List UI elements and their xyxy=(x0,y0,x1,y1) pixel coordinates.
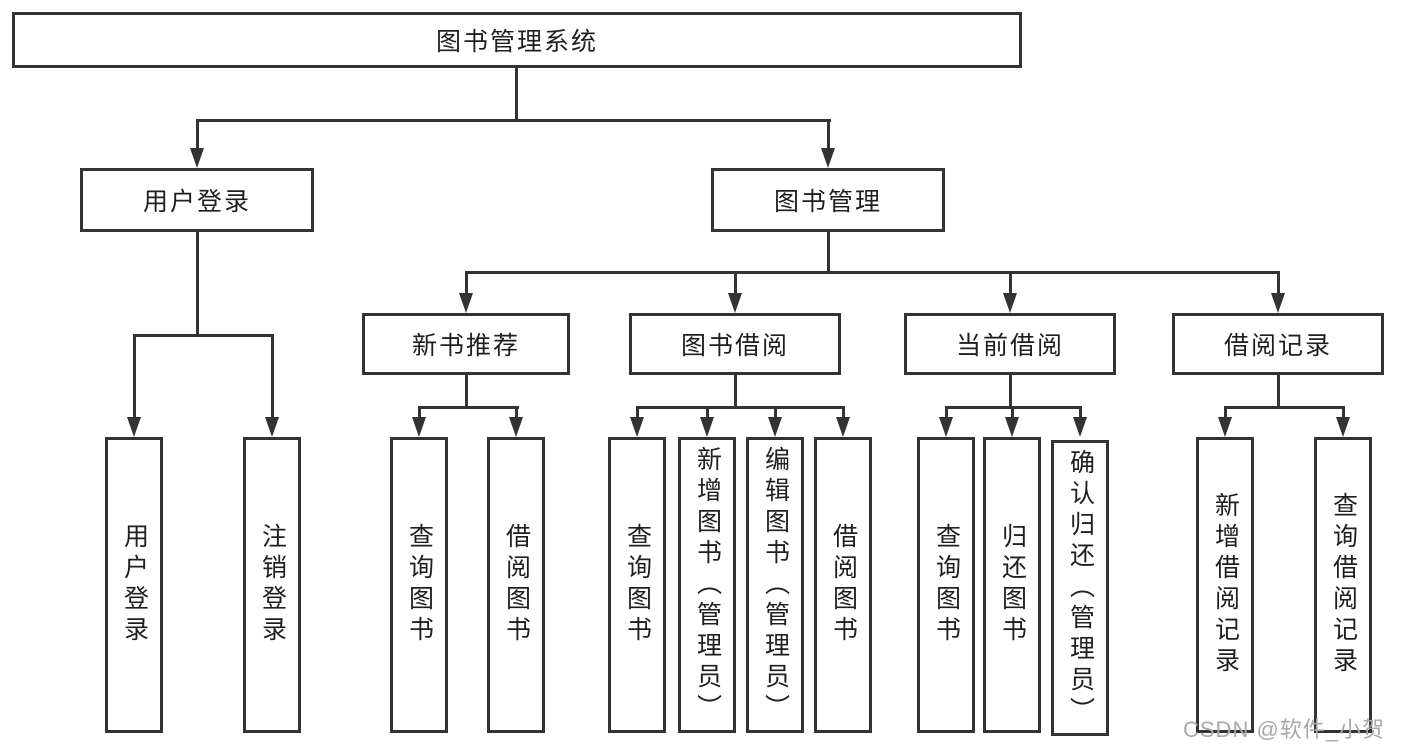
arrowhead-leaf-b2-icon xyxy=(509,417,523,437)
connector-userlogin-bus xyxy=(133,334,274,337)
connector-b-bus xyxy=(418,406,519,409)
connector-userlogin-drop xyxy=(196,119,199,150)
leaf-return-books: 归还图书 xyxy=(983,437,1041,733)
leaf-borrowing-borrow-books-label: 借阅图书 xyxy=(829,523,858,647)
connector-leaf-d1-drop xyxy=(945,406,948,420)
leaf-confirm-return-admin-label: 确认归还（管理员） xyxy=(1066,448,1095,728)
leaf-logout: 注销登录 xyxy=(243,437,301,733)
arrowhead-leaf-e1-icon xyxy=(1218,417,1232,437)
connector-b-down xyxy=(465,375,468,409)
connector-userlogin-down xyxy=(196,232,199,337)
arrowhead-leaf-c1-icon xyxy=(630,417,644,437)
arrowhead-currentborrow-icon xyxy=(1003,293,1017,313)
leaf-edit-books-admin-label: 编辑图书（管理员） xyxy=(761,445,790,725)
leaf-confirm-return-admin: 确认归还（管理员） xyxy=(1051,440,1109,736)
node-borrowing-records: 借阅记录 xyxy=(1172,313,1384,375)
arrowhead-leaf-b1-icon xyxy=(412,417,426,437)
leaf-newbook-borrow-books-label: 借阅图书 xyxy=(502,523,531,647)
leaf-query-borrow-record-label: 查询借阅记录 xyxy=(1329,492,1358,678)
connector-currentborrow-drop xyxy=(1009,271,1012,295)
arrowhead-userlogin-icon xyxy=(190,148,204,168)
connector-bookmgmt-drop xyxy=(827,119,830,150)
connector-e-down xyxy=(1277,375,1280,409)
leaf-user-login: 用户登录 xyxy=(105,437,163,733)
leaf-current-query-books: 查询图书 xyxy=(917,437,975,733)
node-book-borrowing: 图书借阅 xyxy=(629,313,841,375)
arrowhead-leaf-d3-icon xyxy=(1073,417,1087,437)
arrowhead-leaf-a2-icon xyxy=(265,417,279,437)
leaf-newbook-query-books-label: 查询图书 xyxy=(405,523,434,647)
node-user-login: 用户登录 xyxy=(80,168,314,232)
arrowhead-leaf-c3-icon xyxy=(768,417,782,437)
leaf-borrowing-query-books-label: 查询图书 xyxy=(623,523,652,647)
connector-leaf-b1-drop xyxy=(418,406,421,420)
node-current-borrowing: 当前借阅 xyxy=(904,313,1116,375)
connector-bookborrow-drop xyxy=(734,271,737,295)
connector-leaf-d3-drop xyxy=(1079,406,1082,420)
connector-c-down xyxy=(734,375,737,409)
arrowhead-records-icon xyxy=(1271,293,1285,313)
leaf-current-query-books-label: 查询图书 xyxy=(932,523,961,647)
connector-leaf-c3-drop xyxy=(774,406,777,420)
connector-leaf-c4-drop xyxy=(842,406,845,420)
connector-leaf-d2-drop xyxy=(1011,406,1014,420)
node-book-management: 图书管理 xyxy=(711,168,945,232)
arrowhead-bookborrow-icon xyxy=(728,293,742,313)
connector-d-down xyxy=(1009,375,1012,409)
leaf-borrowing-borrow-books: 借阅图书 xyxy=(814,437,872,733)
connector-leaf-e2-drop xyxy=(1342,406,1345,420)
connector-bookmgmt-down xyxy=(827,232,830,274)
connector-leaf-c1-drop xyxy=(636,406,639,420)
arrowhead-bookmgmt-icon xyxy=(821,148,835,168)
leaf-query-borrow-record: 查询借阅记录 xyxy=(1314,437,1372,733)
leaf-add-borrow-record: 新增借阅记录 xyxy=(1196,437,1254,733)
leaf-edit-books-admin: 编辑图书（管理员） xyxy=(746,437,804,733)
connector-newbook-drop xyxy=(465,271,468,295)
connector-records-drop xyxy=(1277,271,1280,295)
csdn-watermark: CSDN @软件_小贺同学 xyxy=(1183,717,1386,742)
connector-c-bus xyxy=(636,406,845,409)
connector-level2-bus xyxy=(196,119,831,122)
leaf-user-login-label: 用户登录 xyxy=(120,523,149,647)
arrowhead-leaf-c4-icon xyxy=(836,417,850,437)
arrowhead-newbook-icon xyxy=(459,293,473,313)
leaf-add-books-admin-label: 新增图书（管理员） xyxy=(693,445,722,725)
connector-leaf-b2-drop xyxy=(515,406,518,420)
arrowhead-leaf-a1-icon xyxy=(127,417,141,437)
arrowhead-leaf-c2-icon xyxy=(700,417,714,437)
leaf-logout-label: 注销登录 xyxy=(258,523,287,647)
connector-level3-bus xyxy=(465,271,1280,274)
leaf-borrowing-query-books: 查询图书 xyxy=(608,437,666,733)
leaf-add-borrow-record-label: 新增借阅记录 xyxy=(1211,492,1240,678)
connector-leaf-a2-drop xyxy=(271,334,274,419)
arrowhead-leaf-d1-icon xyxy=(939,417,953,437)
connector-leaf-c2-drop xyxy=(706,406,709,420)
connector-leaf-a1-drop xyxy=(133,334,136,419)
arrowhead-leaf-e2-icon xyxy=(1336,417,1350,437)
connector-e-bus xyxy=(1224,406,1345,409)
node-new-book-recommend: 新书推荐 xyxy=(362,313,570,375)
connector-leaf-e1-drop xyxy=(1224,406,1227,420)
connector-root-drop xyxy=(515,68,518,122)
leaf-newbook-query-books: 查询图书 xyxy=(390,437,448,733)
leaf-newbook-borrow-books: 借阅图书 xyxy=(487,437,545,733)
leaf-add-books-admin: 新增图书（管理员） xyxy=(678,437,736,733)
arrowhead-leaf-d2-icon xyxy=(1005,417,1019,437)
leaf-return-books-label: 归还图书 xyxy=(998,523,1027,647)
node-root-library-system: 图书管理系统 xyxy=(12,12,1022,68)
